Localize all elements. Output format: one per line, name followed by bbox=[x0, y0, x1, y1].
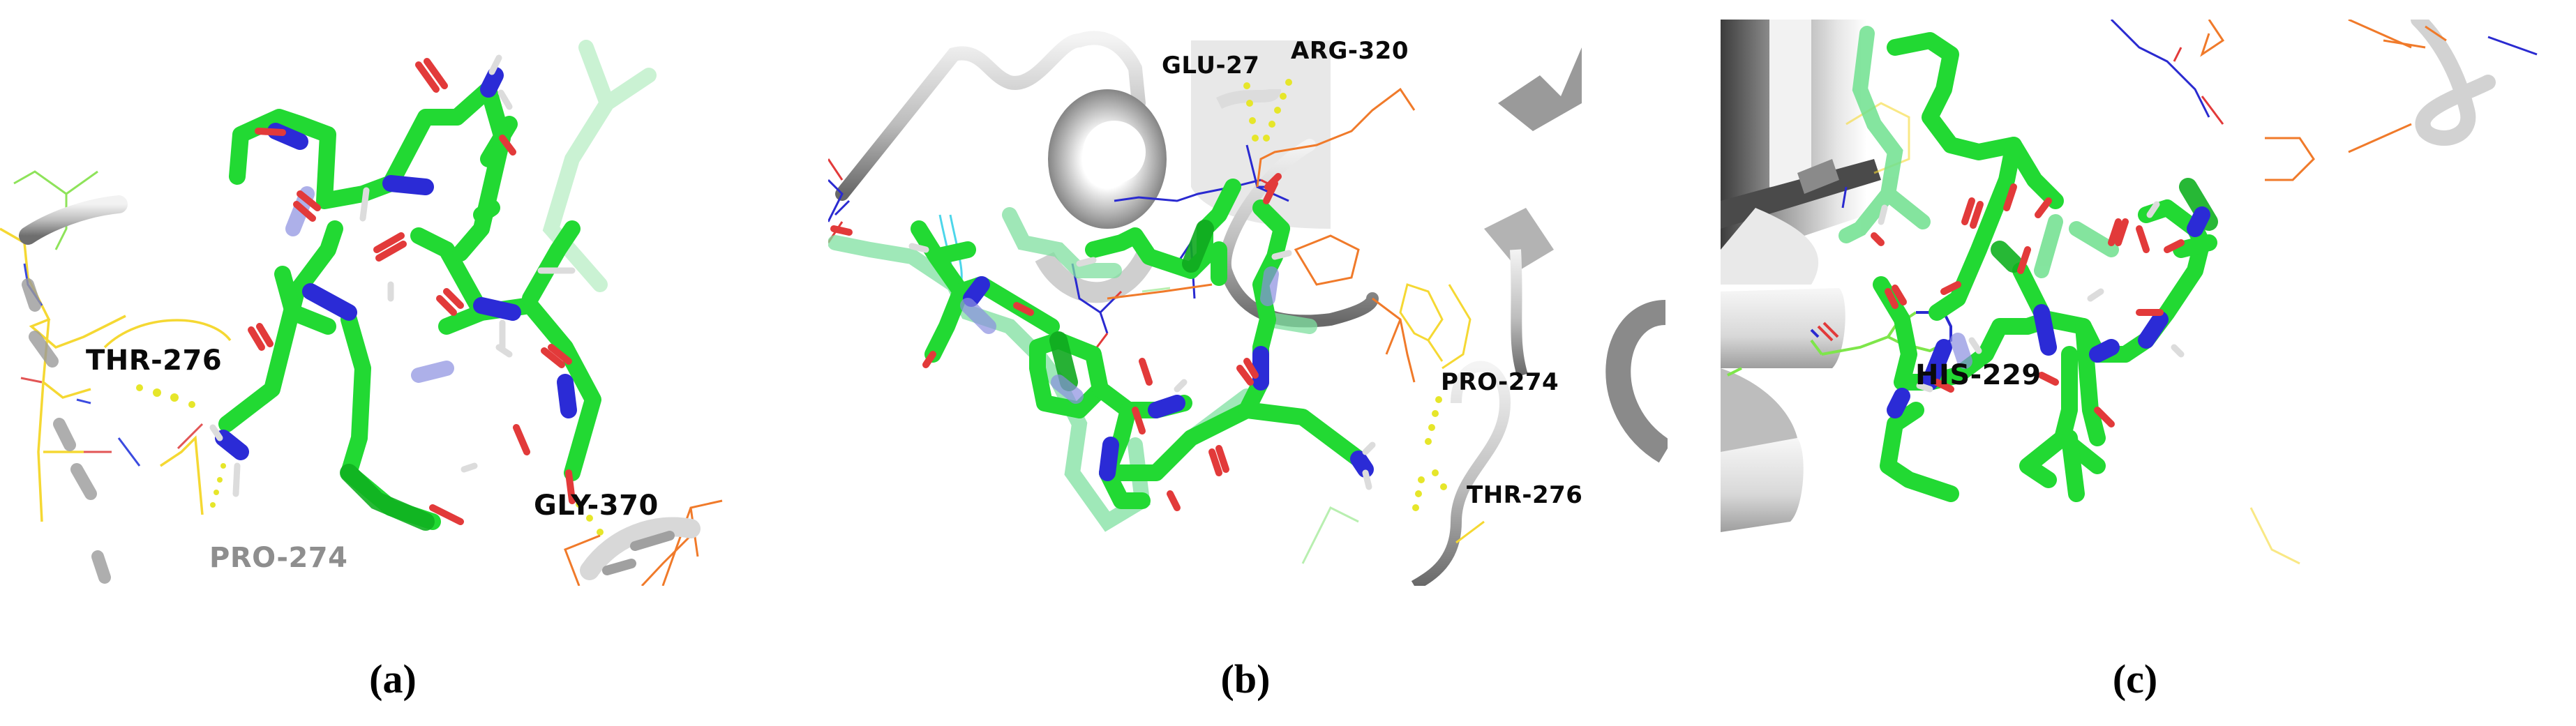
caption-a: (a) bbox=[369, 656, 417, 702]
molecular-render-c bbox=[1721, 20, 2538, 565]
molecular-render-b bbox=[828, 31, 1668, 586]
residue-label-thr-276: THR-276 bbox=[86, 345, 223, 377]
molecular-render-a bbox=[0, 40, 723, 586]
residue-label-thr-276: THR-276 bbox=[1467, 481, 1583, 509]
residue-label-glu-27: GLU-27 bbox=[1162, 52, 1260, 80]
residue-label-pro-274: PRO-274 bbox=[1441, 368, 1559, 396]
panel-c-docking-pose: HIS-229 bbox=[1721, 20, 2561, 586]
caption-b: (b) bbox=[1220, 656, 1271, 702]
panel-a-docking-pose: THR-276 GLY-370 PRO-274 bbox=[0, 20, 778, 586]
residue-label-arg-320: ARG-320 bbox=[1291, 37, 1409, 65]
residue-label-pro-274: PRO-274 bbox=[209, 542, 348, 574]
residue-label-gly-370: GLY-370 bbox=[534, 490, 659, 522]
residue-label-his-229: HIS-229 bbox=[1915, 359, 2042, 391]
panel-b-docking-pose: GLU-27 ARG-320 PRO-274 THR-276 bbox=[828, 20, 1668, 586]
caption-c: (c) bbox=[2112, 656, 2158, 702]
